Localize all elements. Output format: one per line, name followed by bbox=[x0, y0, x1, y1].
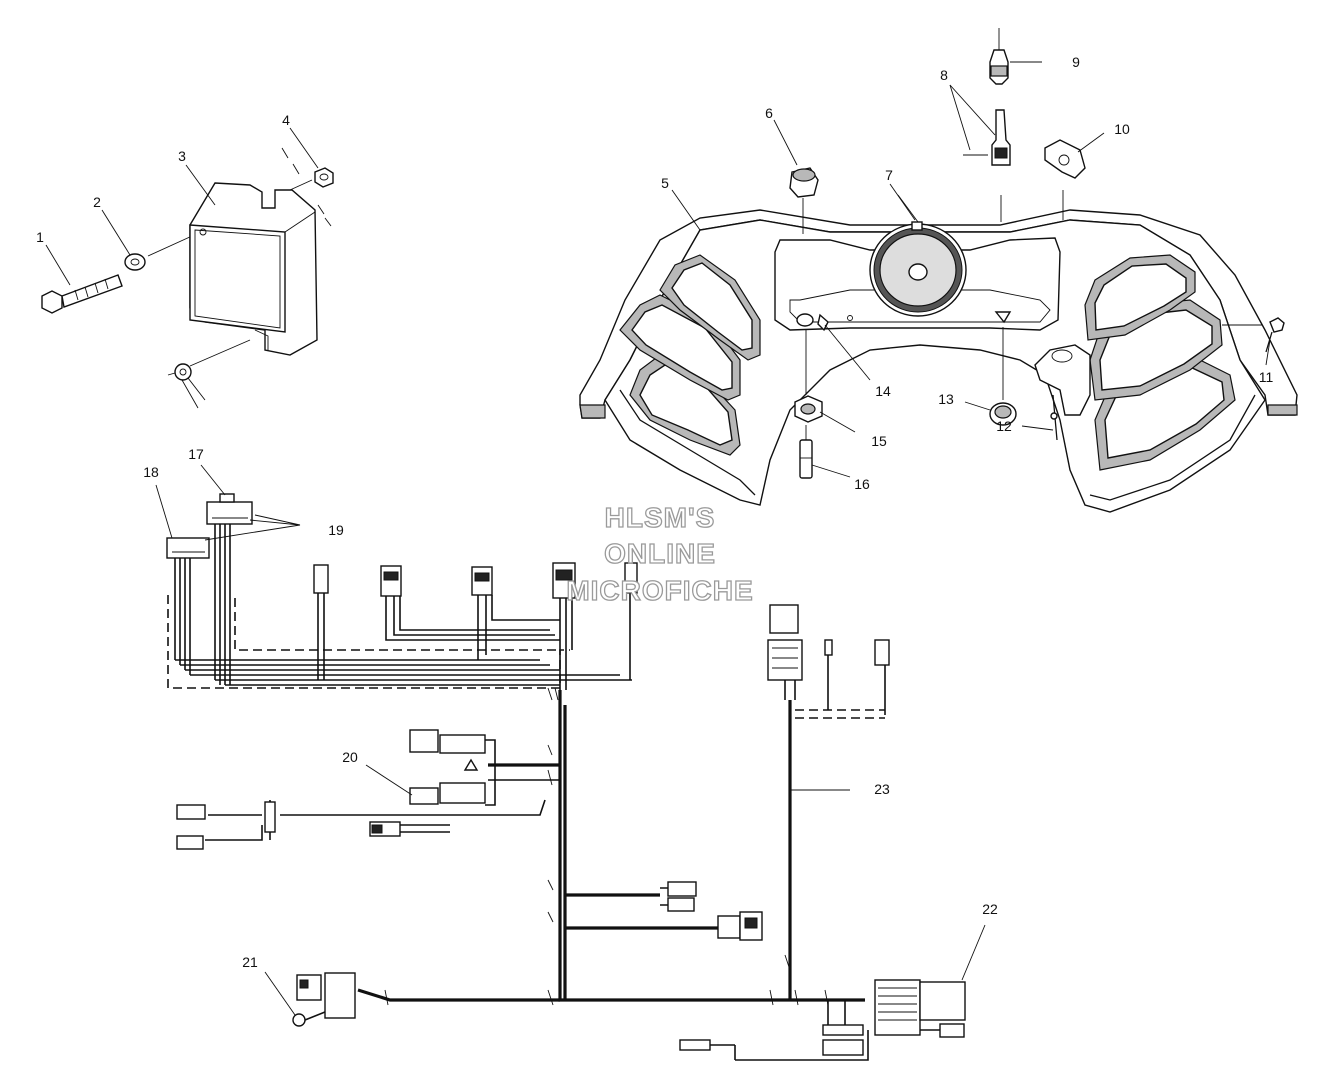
leader-lines bbox=[45, 84, 1271, 1016]
watermark: HLSM'S ONLINE MICROFICHE bbox=[566, 501, 754, 606]
hood-panel bbox=[579, 209, 1298, 513]
cdi-box bbox=[189, 182, 318, 356]
callout-19: 19 bbox=[328, 522, 344, 538]
callout-1: 1 bbox=[36, 229, 44, 245]
callout-2: 2 bbox=[93, 194, 101, 210]
watermark-line-3: MICROFICHE bbox=[566, 575, 753, 606]
callout-17: 17 bbox=[188, 446, 204, 462]
nut bbox=[314, 167, 334, 188]
knob bbox=[789, 167, 819, 234]
lamp-nut bbox=[794, 330, 823, 423]
callout-5: 5 bbox=[661, 175, 669, 191]
callout-16: 16 bbox=[854, 476, 870, 492]
callout-15: 15 bbox=[871, 433, 887, 449]
harness-main bbox=[176, 604, 966, 1061]
pin bbox=[1050, 394, 1058, 441]
callout-7: 7 bbox=[885, 167, 893, 183]
switch-cap bbox=[989, 28, 1042, 85]
screw bbox=[1222, 317, 1285, 353]
watermark-line-2: ONLINE bbox=[604, 538, 716, 569]
callout-21: 21 bbox=[242, 954, 258, 970]
callout-6: 6 bbox=[765, 105, 773, 121]
callout-labels: 1 2 3 4 5 6 7 8 9 10 11 12 13 14 15 16 1… bbox=[36, 54, 1273, 970]
callout-12: 12 bbox=[996, 418, 1012, 434]
washer bbox=[124, 253, 146, 271]
bulb bbox=[799, 425, 813, 479]
callout-10: 10 bbox=[1114, 121, 1130, 137]
callout-22: 22 bbox=[982, 901, 998, 917]
grommet bbox=[989, 327, 1017, 426]
callout-3: 3 bbox=[178, 148, 186, 164]
bolt bbox=[41, 274, 123, 314]
callout-23: 23 bbox=[874, 781, 890, 797]
harness-upper bbox=[166, 493, 638, 690]
callout-8: 8 bbox=[940, 67, 948, 83]
callout-13: 13 bbox=[938, 391, 954, 407]
callout-18: 18 bbox=[143, 464, 159, 480]
callout-11: 11 bbox=[1259, 369, 1274, 385]
bracket bbox=[1044, 139, 1086, 220]
callout-14: 14 bbox=[875, 383, 891, 399]
ground-terminal bbox=[167, 339, 251, 409]
callout-20: 20 bbox=[342, 749, 358, 765]
switch bbox=[963, 109, 1011, 222]
callout-4: 4 bbox=[282, 112, 290, 128]
callout-9: 9 bbox=[1072, 54, 1080, 70]
watermark-line-1: HLSM'S bbox=[605, 502, 716, 533]
